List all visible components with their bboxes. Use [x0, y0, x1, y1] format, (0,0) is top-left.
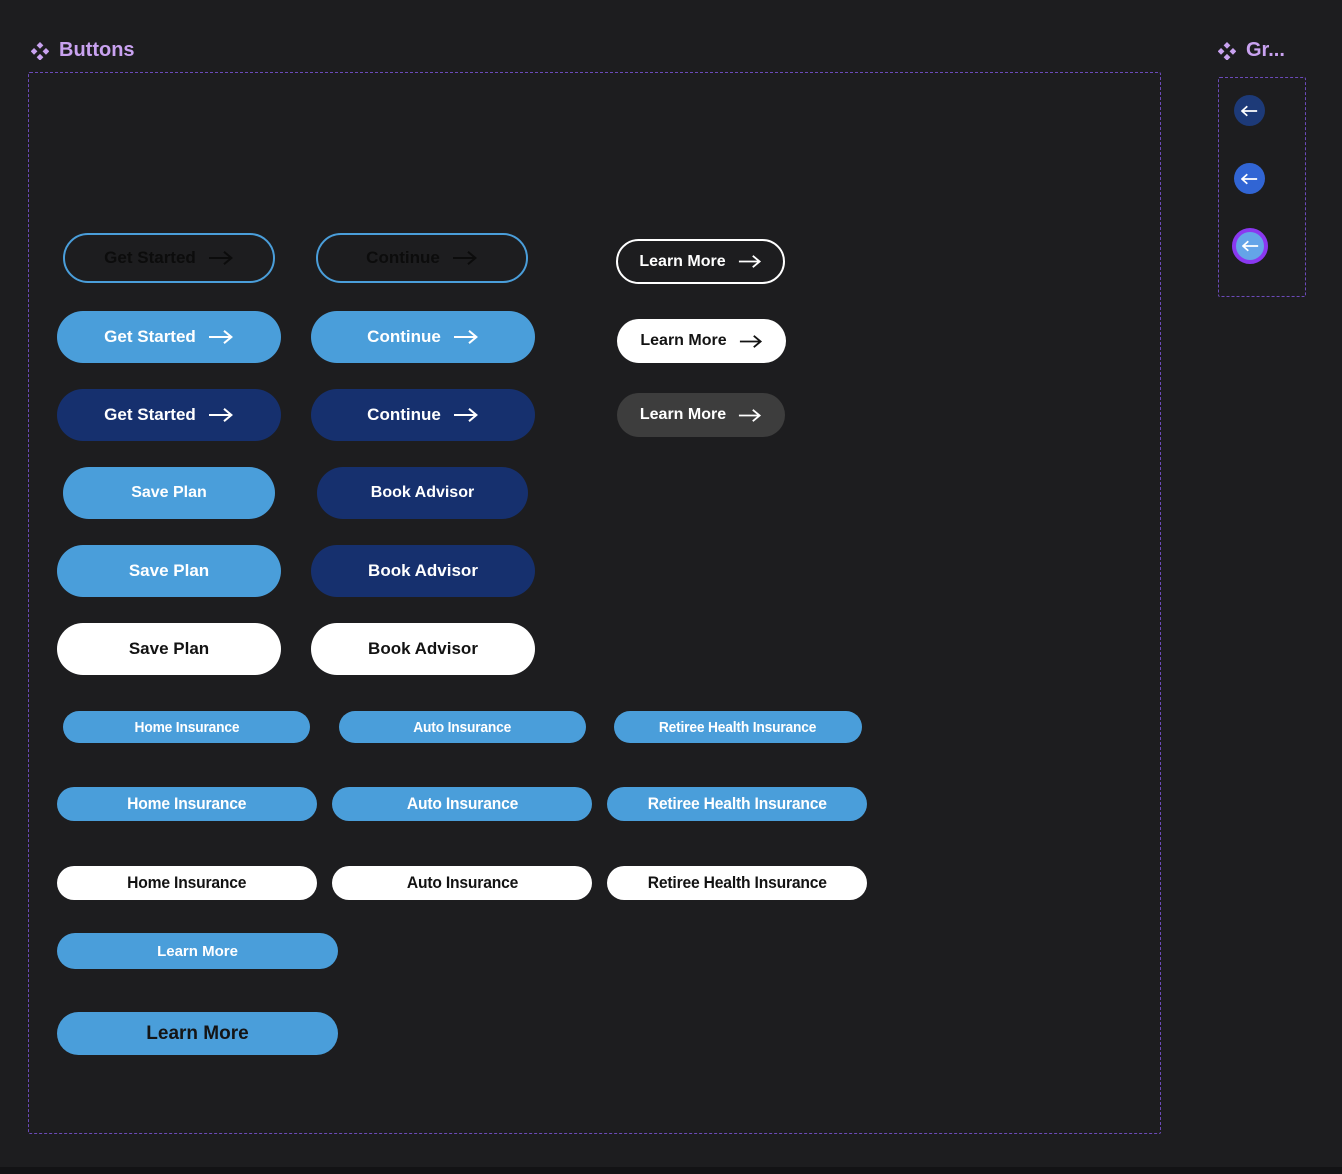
retiree-health-insurance-chip-sm[interactable]: Retiree Health Insurance [614, 711, 862, 743]
learn-more-button-wide[interactable]: Learn More [57, 933, 338, 969]
arrow-right-icon [738, 408, 762, 423]
get-started-button-navy[interactable]: Get Started [57, 389, 281, 441]
back-circle-button-selected[interactable] [1232, 228, 1268, 264]
button-label: Learn More [639, 406, 727, 423]
book-advisor-button-navy-sm[interactable]: Book Advisor [317, 467, 528, 519]
button-label: Continue [367, 327, 441, 346]
chip-label: Auto Insurance [406, 873, 518, 892]
button-label: Learn More [157, 942, 238, 960]
learn-more-button-outline[interactable]: Learn More [616, 239, 785, 284]
chip-label: Home Insurance [127, 794, 247, 813]
learn-more-button-white[interactable]: Learn More [617, 319, 786, 363]
button-label: Get Started [104, 327, 196, 346]
buttons-section-header: Buttons [31, 39, 135, 62]
get-started-button-outline[interactable]: Get Started [63, 233, 275, 283]
button-label: Continue [366, 248, 440, 267]
arrow-left-icon [1241, 173, 1258, 185]
chip-label: Retiree Health Insurance [647, 794, 827, 813]
button-label: Book Advisor [368, 639, 478, 658]
arrow-right-icon [452, 250, 478, 266]
chip-label: Home Insurance [127, 873, 247, 892]
component-set-icon [1218, 41, 1236, 60]
save-plan-button-lightblue[interactable]: Save Plan [57, 545, 281, 597]
button-label: Save Plan [128, 561, 210, 580]
home-insurance-chip-sm[interactable]: Home Insurance [63, 711, 310, 743]
auto-insurance-chip-sm[interactable]: Auto Insurance [339, 711, 586, 743]
continue-button-outline[interactable]: Continue [316, 233, 528, 283]
group-section-title: Gr... [1246, 39, 1285, 61]
buttons-component-set-frame [28, 72, 1161, 1134]
button-label: Learn More [640, 332, 727, 349]
home-insurance-chip[interactable]: Home Insurance [57, 787, 317, 821]
save-plan-button-white[interactable]: Save Plan [57, 623, 281, 675]
learn-more-button-gray[interactable]: Learn More [617, 393, 785, 437]
button-label: Save Plan [128, 639, 210, 658]
learn-more-button-wide-dark-text[interactable]: Learn More [57, 1012, 338, 1055]
back-circle-button-navy[interactable] [1234, 95, 1265, 126]
button-label: Get Started [104, 405, 196, 424]
arrow-right-icon [208, 250, 234, 266]
arrow-right-icon [208, 329, 234, 345]
book-advisor-button-white[interactable]: Book Advisor [311, 623, 535, 675]
auto-insurance-chip-white[interactable]: Auto Insurance [332, 866, 592, 900]
get-started-button-primary[interactable]: Get Started [57, 311, 281, 363]
chip-label: Auto Insurance [406, 794, 518, 813]
arrow-right-icon [738, 254, 762, 269]
button-label: Get Started [104, 248, 196, 267]
arrow-right-icon [453, 329, 479, 345]
arrow-left-icon [1241, 240, 1259, 252]
component-set-icon [31, 41, 49, 60]
group-section-header: Gr... [1218, 39, 1285, 62]
home-insurance-chip-white[interactable]: Home Insurance [57, 866, 317, 900]
button-label: Learn More [639, 252, 726, 270]
button-label: Book Advisor [370, 484, 475, 501]
arrow-right-icon [208, 407, 234, 423]
retiree-health-insurance-chip-white[interactable]: Retiree Health Insurance [607, 866, 867, 900]
button-label: Learn More [146, 1022, 249, 1044]
chip-label: Retiree Health Insurance [659, 718, 817, 736]
button-label: Save Plan [131, 484, 207, 501]
book-advisor-button-navy[interactable]: Book Advisor [311, 545, 535, 597]
group-component-set-frame [1218, 77, 1306, 297]
buttons-section-title: Buttons [59, 39, 135, 61]
chip-label: Auto Insurance [413, 718, 512, 736]
save-plan-button-lightblue-sm[interactable]: Save Plan [63, 467, 275, 519]
arrow-right-icon [739, 334, 763, 349]
button-label: Book Advisor [368, 561, 478, 580]
back-circle-button-blue[interactable] [1234, 163, 1265, 194]
window-bottom-edge [0, 1167, 1342, 1174]
continue-button-navy[interactable]: Continue [311, 389, 535, 441]
continue-button-primary[interactable]: Continue [311, 311, 535, 363]
chip-label: Retiree Health Insurance [647, 873, 827, 892]
auto-insurance-chip[interactable]: Auto Insurance [332, 787, 592, 821]
button-label: Continue [367, 405, 441, 424]
arrow-right-icon [453, 407, 479, 423]
chip-label: Home Insurance [134, 718, 239, 736]
retiree-health-insurance-chip[interactable]: Retiree Health Insurance [607, 787, 867, 821]
arrow-left-icon [1241, 105, 1258, 117]
